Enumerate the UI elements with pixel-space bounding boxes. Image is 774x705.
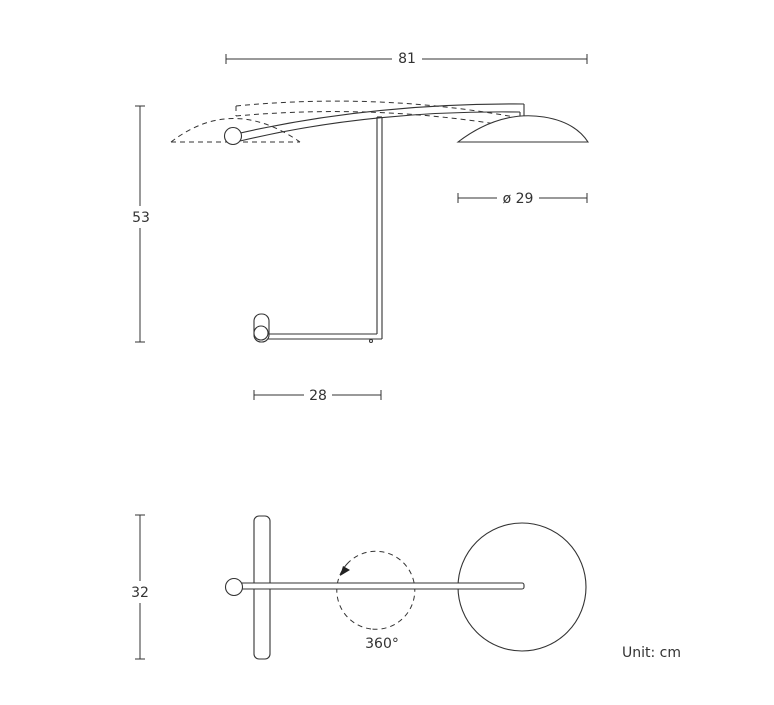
dimension-shade-diameter: ø 29	[457, 188, 588, 208]
label-depth: 32	[131, 585, 149, 601]
lamp-base-side	[253, 313, 382, 343]
dimension-depth: 32	[128, 514, 154, 660]
rotation-indicator: 360°	[336, 550, 416, 652]
label-total-width: 81	[398, 51, 416, 67]
lamp-arm-top	[239, 582, 525, 590]
counterweight-knob-top	[224, 577, 244, 597]
dimension-total-width: 81	[225, 48, 588, 68]
lamp-stem	[376, 116, 383, 339]
dimension-base-width: 28	[253, 385, 382, 405]
dimension-total-height: 53	[128, 105, 154, 343]
label-shade-diameter: ø 29	[503, 191, 534, 207]
side-view: 81 53	[128, 48, 590, 405]
unit-note: Unit: cm	[622, 645, 681, 661]
label-total-height: 53	[132, 210, 150, 226]
counterweight-knob	[223, 126, 243, 146]
label-rotation: 360°	[365, 636, 399, 652]
label-base-width: 28	[309, 388, 327, 404]
top-view: 32 360°	[128, 514, 587, 660]
lamp-shade	[456, 115, 590, 143]
